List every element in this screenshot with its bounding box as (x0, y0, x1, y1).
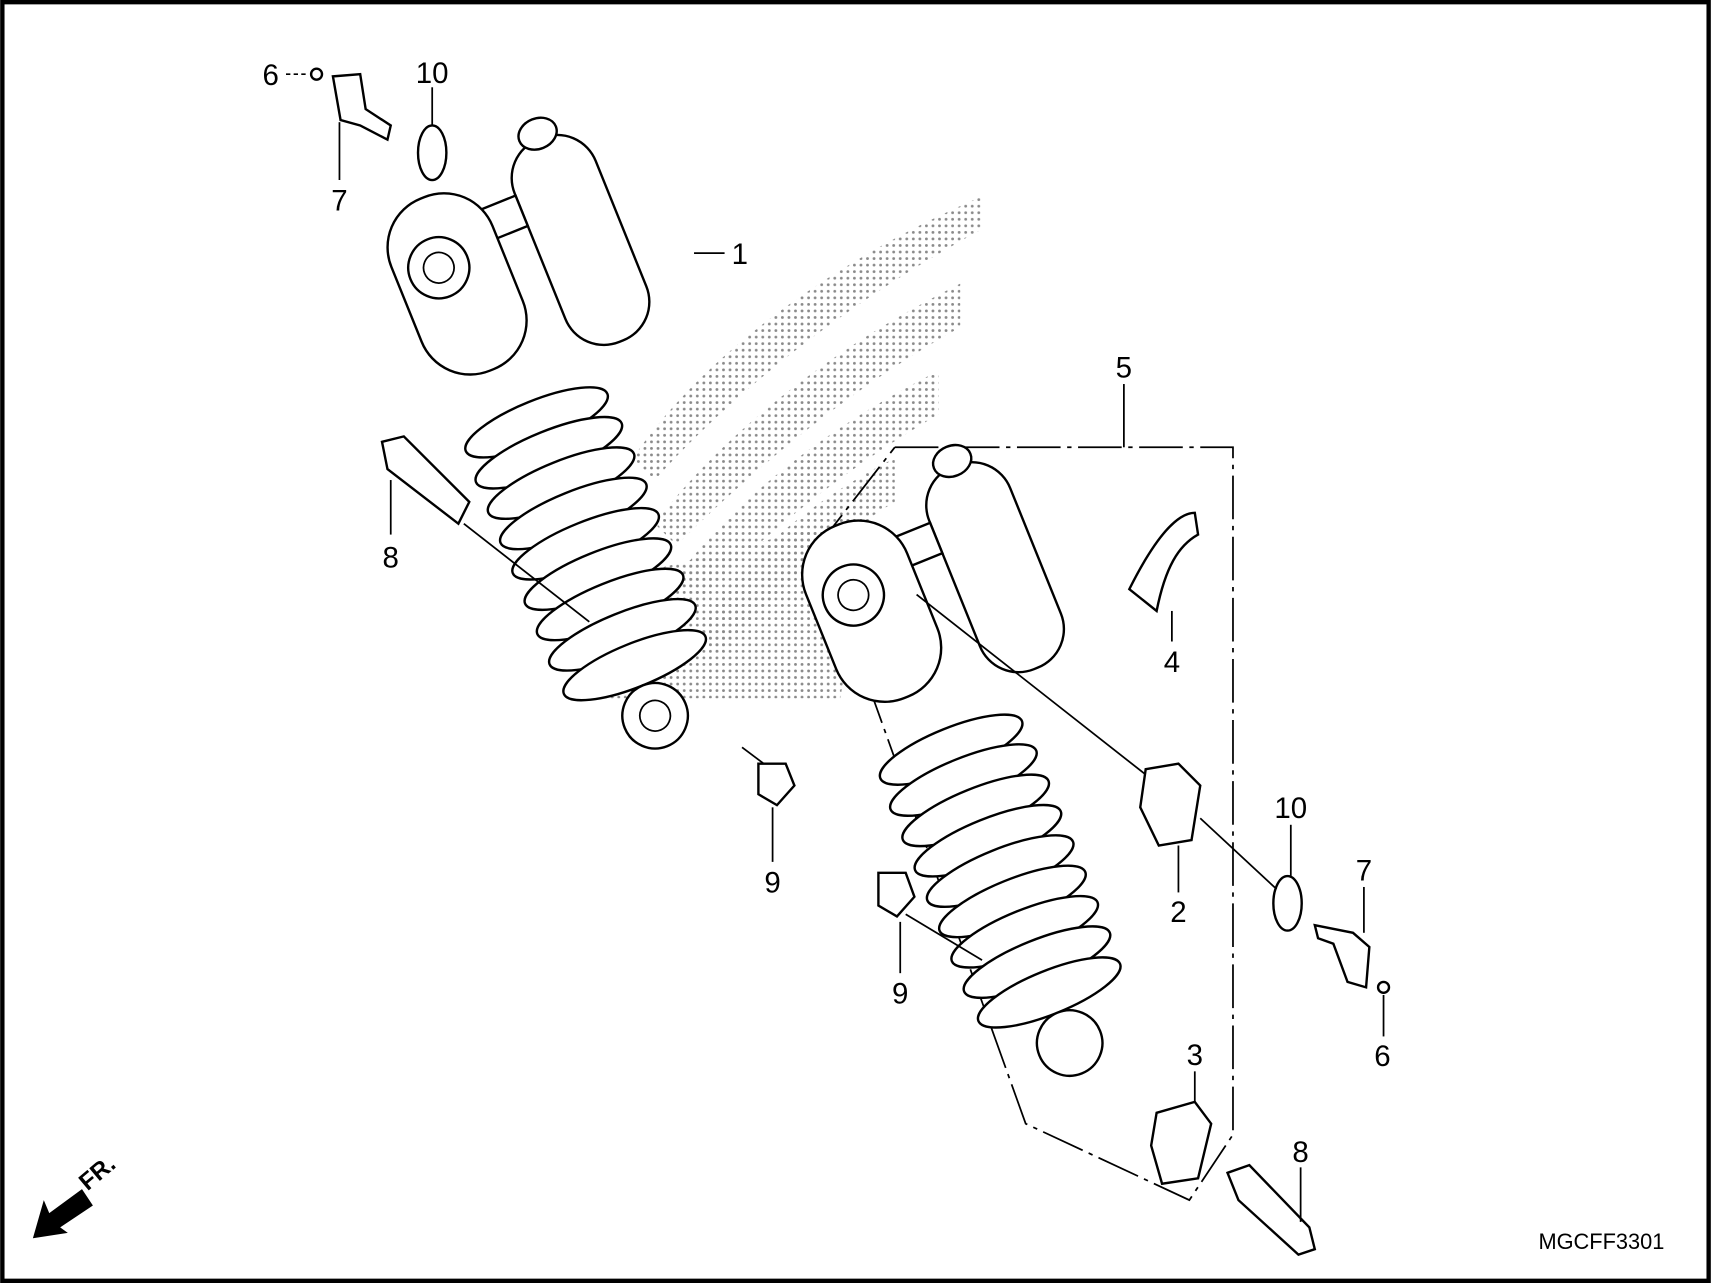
small-parts (286, 67, 1391, 1256)
callout-1: 1 (732, 238, 748, 271)
callout-8b: 8 (1292, 1136, 1308, 1169)
callout-4: 4 (1164, 646, 1180, 679)
callout-5: 5 (1116, 351, 1132, 384)
callout-9b: 9 (892, 978, 908, 1011)
callout-9: 9 (764, 866, 780, 899)
callout-7: 7 (331, 185, 347, 218)
callout-3: 3 (1187, 1039, 1203, 1072)
callout-10: 10 (416, 57, 449, 90)
callout-8: 8 (383, 541, 399, 574)
rear-shock-absorber-left (386, 116, 708, 750)
callout-labels: 6 7 10 1 8 9 5 4 2 10 7 6 9 3 8 (263, 57, 1391, 1169)
diagram-code: MGCFF3301 (1538, 1229, 1664, 1254)
callout-6: 6 (263, 59, 279, 92)
rear-shock-absorber-right (800, 443, 1234, 1202)
front-arrow-icon (32, 1189, 93, 1239)
callout-10b: 10 (1274, 792, 1307, 825)
leader-lines (338, 87, 1385, 1222)
callout-7b: 7 (1356, 854, 1372, 887)
callout-6b: 6 (1374, 1040, 1390, 1073)
brand-wing-watermark (578, 196, 983, 699)
callout-2: 2 (1170, 896, 1186, 929)
